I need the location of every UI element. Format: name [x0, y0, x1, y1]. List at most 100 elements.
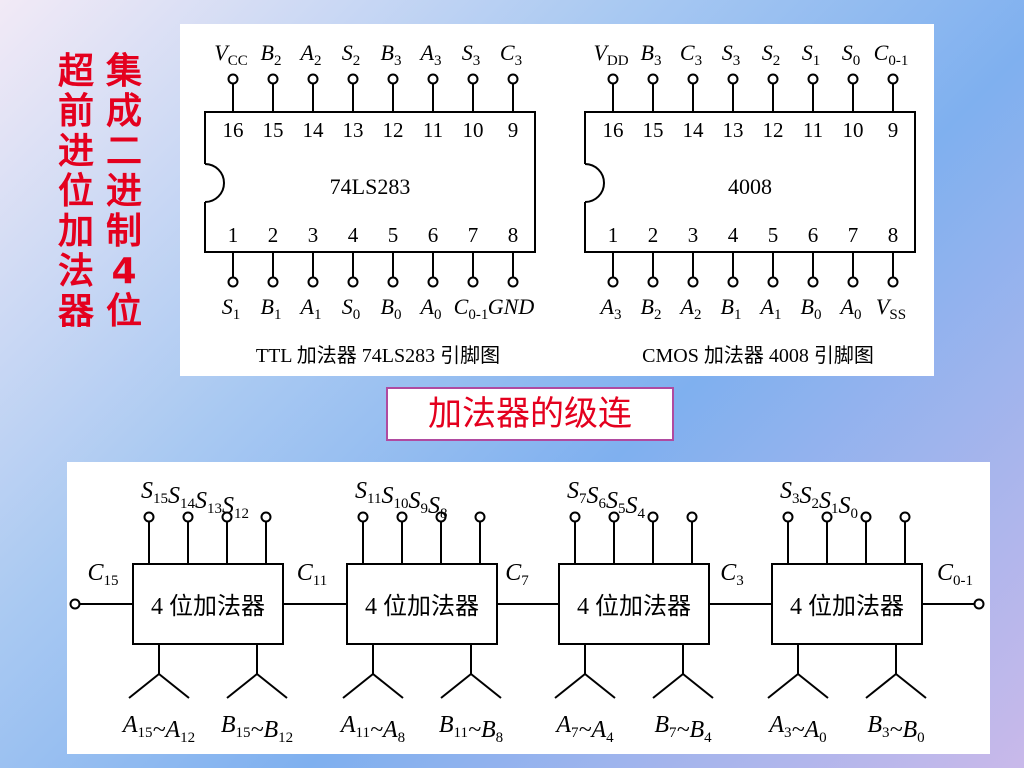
- chip-4008-top-pin-label: C0-1: [874, 40, 909, 69]
- chip-74ls283-top-pin-label: B3: [381, 40, 402, 69]
- adder-block: [346, 563, 498, 645]
- chip-74ls283-bottom-pin-terminal: [387, 276, 399, 288]
- sum-pin-terminal: [899, 511, 911, 523]
- chip-4008-bottom-pin-number: 2: [648, 223, 659, 247]
- title-column-left: 超 前 进 位 加 法 器: [56, 52, 96, 332]
- chip-74ls283-bottom-pin-terminal: [227, 276, 239, 288]
- chip-74ls283-bottom-pin-terminal: [507, 276, 519, 288]
- chip-4008-top-pin-number: 15: [643, 118, 664, 142]
- chip-4008-bottom-pin-number: 8: [888, 223, 899, 247]
- chip-74ls283-top-pin-label: C3: [500, 40, 522, 69]
- chip-74ls283-bottom-pin-number: 7: [468, 223, 479, 247]
- chip-4008-bottom-pin-number: 7: [848, 223, 859, 247]
- title-char: 加: [57, 211, 94, 252]
- sum-pin-terminal: [474, 511, 486, 523]
- chip-74ls283-top-pin-number: 10: [463, 118, 484, 142]
- carry-label: C15: [87, 560, 118, 589]
- chip-74ls283-bottom-pin-label: A0: [419, 294, 442, 323]
- chip-74ls283-top-pin-terminal: [307, 73, 319, 85]
- chip-74ls283-top-pin-number: 15: [263, 118, 284, 142]
- chip-74ls283-top-pin-terminal: [467, 73, 479, 85]
- chip-4008-bottom-pin-label: A2: [679, 294, 702, 323]
- chip-4008-notch: [584, 163, 605, 203]
- chip-74ls283-bottom-pin-terminal: [467, 276, 479, 288]
- adder-block-label: 4 位加法器: [151, 593, 265, 620]
- chip-4008-top-pin-label: S2: [762, 40, 781, 69]
- chip-74ls283-bottom-pin-label: B0: [381, 294, 402, 323]
- chip-74ls283-caption: TTL 加法器 74LS283 引脚图: [256, 344, 500, 367]
- chip-4008-bottom-pin-terminal: [647, 276, 659, 288]
- sum-labels: S15S14S13S12: [141, 478, 249, 522]
- chip-4008-top-pin-label: VDD: [593, 40, 628, 69]
- chip-4008-bottom-pin-label: VSS: [876, 294, 906, 323]
- chip-74ls283-bottom-pin-label: S1: [222, 294, 241, 323]
- chip-4008-top-pin-terminal: [647, 73, 659, 85]
- bus-fan-left: [440, 673, 472, 699]
- chip-74ls283-bottom-pin-number: 6: [428, 223, 439, 247]
- sum-pin-terminal: [435, 511, 447, 523]
- chip-74ls283-top-pin-number: 16: [223, 118, 244, 142]
- carry-label: C7: [505, 560, 529, 589]
- bus-fan-right: [372, 673, 404, 699]
- chip-4008-notch-mask: [581, 164, 593, 202]
- chip-74ls283-top-pin-number: 13: [343, 118, 364, 142]
- adder-block: [558, 563, 710, 645]
- title-char: 4: [111, 251, 137, 292]
- sum-pin-terminal: [260, 511, 272, 523]
- carry-label: C11: [297, 560, 327, 589]
- chip-4008-top-pin-terminal: [687, 73, 699, 85]
- bus-fan-right: [256, 673, 288, 699]
- chip-4008-name: 4008: [728, 174, 772, 199]
- chip-74ls283-notch: [204, 163, 225, 203]
- sum-pin-terminal: [357, 511, 369, 523]
- chip-4008-top-pin-terminal: [727, 73, 739, 85]
- cascade-heading: 加法器的级连: [386, 387, 674, 441]
- chip-74ls283-bottom-pin-label: GND: [488, 294, 535, 319]
- sum-pin-terminal: [182, 511, 194, 523]
- bus-fan-right: [470, 673, 502, 699]
- adder-block-label: 4 位加法器: [365, 593, 479, 620]
- chip-74ls283-bottom-pin-number: 3: [308, 223, 319, 247]
- chip-4008-bottom-pin-label: A0: [839, 294, 862, 323]
- chip-4008-bottom-pin-label: B0: [801, 294, 822, 323]
- chip-74ls283-bottom-pin-number: 2: [268, 223, 279, 247]
- chip-4008-top-pin-terminal: [807, 73, 819, 85]
- bus-fan-left: [652, 673, 684, 699]
- sum-pin-terminal: [569, 511, 581, 523]
- chip-4008-bottom-pin-terminal: [727, 276, 739, 288]
- bus-input-label: A11~A8: [339, 712, 405, 746]
- title-char: 进: [57, 131, 94, 172]
- title-char: 制: [105, 211, 142, 252]
- bus-input-label: B3~B0: [867, 712, 924, 746]
- sum-pin-terminal: [686, 511, 698, 523]
- carry-label: C3: [720, 560, 744, 589]
- sum-pin-terminal: [396, 511, 408, 523]
- chip-4008-bottom-pin-label: A1: [759, 294, 782, 323]
- chip-74ls283-top-pin-terminal: [387, 73, 399, 85]
- chip-74ls283-bottom-pin-number: 8: [508, 223, 519, 247]
- bus-input-label: A15~A12: [121, 712, 195, 746]
- bus-fan-left: [128, 673, 160, 699]
- chip-74ls283-bottom-pin-number: 1: [228, 223, 239, 247]
- chip-74ls283-bottom-pin-label: A1: [299, 294, 322, 323]
- sum-pin-terminal: [782, 511, 794, 523]
- sum-pin-terminal: [860, 511, 872, 523]
- title-char: 器: [57, 291, 94, 332]
- title-char: 法: [57, 251, 94, 292]
- chip-4008-bottom-pin-number: 4: [728, 223, 739, 247]
- title-char: 位: [57, 171, 94, 212]
- chip-4008-bottom-pin-label: A3: [599, 294, 622, 323]
- bus-input-label: B15~B12: [221, 712, 293, 746]
- chip-74ls283-top-pin-label: VCC: [214, 40, 247, 69]
- chip-4008-bottom-pin-number: 3: [688, 223, 699, 247]
- chip-4008-top-pin-number: 14: [683, 118, 705, 142]
- chip-4008-top-pin-terminal: [887, 73, 899, 85]
- carry-out-terminal: [69, 598, 81, 610]
- chip-4008-bottom-pin-terminal: [607, 276, 619, 288]
- chip-74ls283-bottom-pin-label: B1: [261, 294, 282, 323]
- chip-74ls283-top-pin-label: S2: [342, 40, 361, 69]
- chip-4008-bottom-pin-terminal: [887, 276, 899, 288]
- chip-74ls283-bottom-pin-number: 4: [348, 223, 359, 247]
